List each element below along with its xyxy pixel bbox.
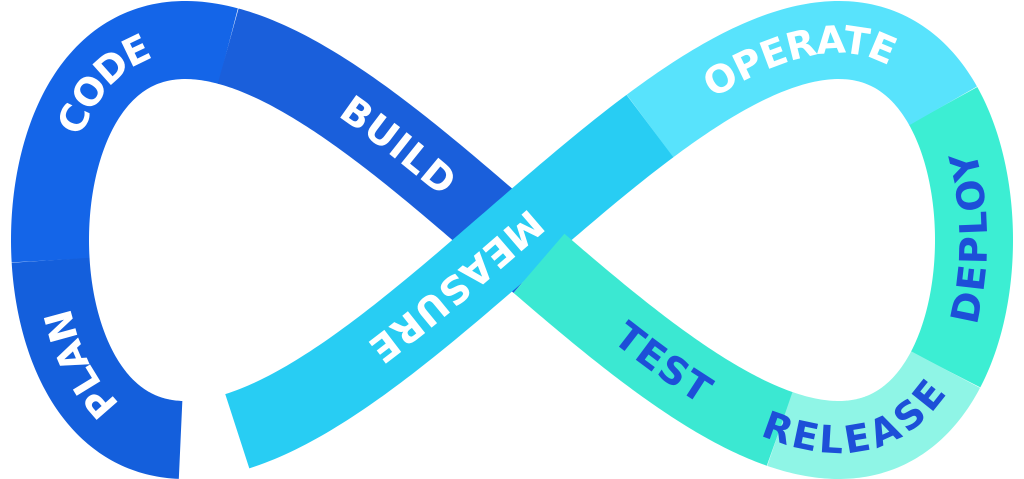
segment-code xyxy=(10,1,238,263)
segment-release xyxy=(767,351,981,479)
loop-segments xyxy=(10,0,1014,479)
segment-test xyxy=(513,233,793,466)
segment-deploy xyxy=(908,87,1014,388)
segment-operate xyxy=(626,0,977,158)
segment-measure xyxy=(225,94,674,469)
segment-plan xyxy=(11,257,183,479)
loop-labels: PLANCODEBUILDTESTRELEASEDEPLOYOPERATEMEA… xyxy=(36,17,995,462)
